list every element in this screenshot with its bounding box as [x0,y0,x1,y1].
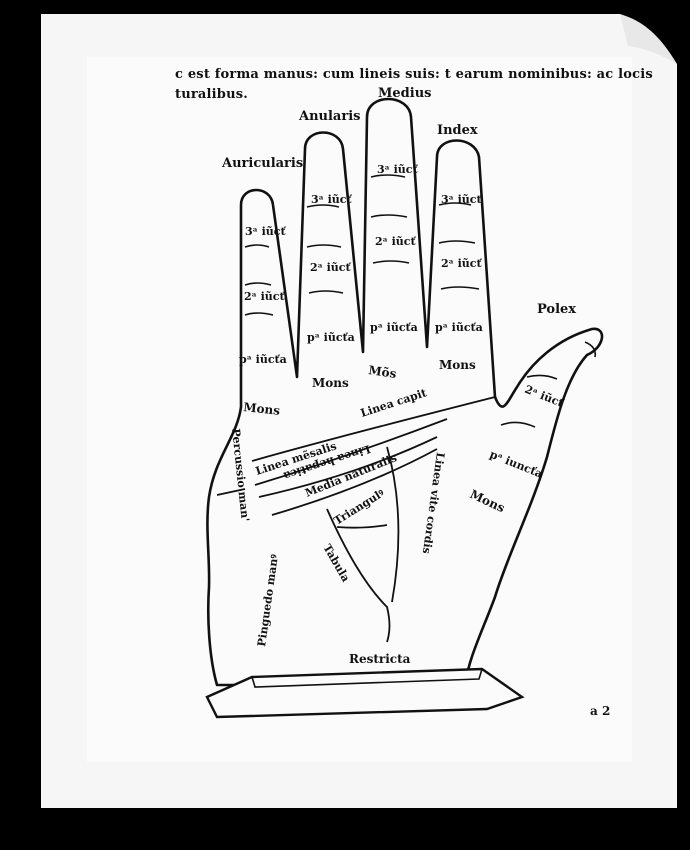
percussio-label: Percussio man' [229,428,252,522]
label-anularis: Anularis [298,109,360,124]
phalanx-thumb-2: 2ᵃ iũcť [523,383,566,411]
phalanx-anularis-2: 2ᵃ iũcť [310,261,351,274]
phalanx-thumb-1: pᵃ iuncťa [488,448,545,481]
mount-1: Mons [243,400,281,418]
label-auricularis: Auricularis [221,156,303,171]
label-polex: Polex [537,302,576,317]
tabula-label: Tabula [320,542,352,584]
caption-line-2: turalibus. [175,87,248,102]
triangulus-label: Triangulꝰ [332,486,388,527]
label-layer: Medius Anularis Index Auricularis Polex … [221,86,610,718]
page-number: a 2 [590,704,610,718]
phalanx-index-1: pᵃ iũcťa [435,321,483,334]
palm-lines [216,396,496,643]
finger-gap-lines [296,341,428,377]
mount-2: Mons [312,376,349,390]
palmistry-hand-diagram [205,97,604,719]
mount-thumb: Mons [468,487,507,515]
restricta-label: Restricta [349,652,411,666]
phalanx-index-2: 2ᵃ iũcť [441,257,482,270]
phalanx-index-3: 3ᵃ iũcť [441,193,482,206]
phalanx-medius-1: pᵃ iũcťa [370,321,418,334]
phalanx-auricularis-3: 3ᵃ iũcť [245,225,286,238]
linea-vite-label: Linea vite cordis [420,452,447,555]
phalanx-auricularis-2: 2ᵃ iũcť [244,290,285,303]
phalanx-medius-3: 3ᵃ iũcť [377,163,418,176]
phalanx-anularis-1: pᵃ iũcťa [307,331,355,344]
mount-3: Mõs [368,363,398,381]
mount-4: Mons [439,358,476,372]
linea-capitis-label: Linea capit [359,386,429,420]
label-medius: Medius [378,86,431,101]
hand-outline [206,97,604,687]
phalanx-anularis-3: 3ᵃ iũcť [311,193,352,206]
joint-creases [244,174,597,428]
caption-line-1: c est forma manus: cum lineis suis: t ea… [175,67,653,82]
label-index: Index [437,123,478,138]
pinguedo-label: Pinguedo manꝰ [255,553,281,648]
book-page: c est forma manus: cum lineis suis: t ea… [87,57,653,762]
page-corner-fold [620,14,677,64]
phalanx-auricularis-1: pᵃ iũcťa [239,353,287,366]
phalanx-medius-2: 2ᵃ iũcť [375,235,416,248]
